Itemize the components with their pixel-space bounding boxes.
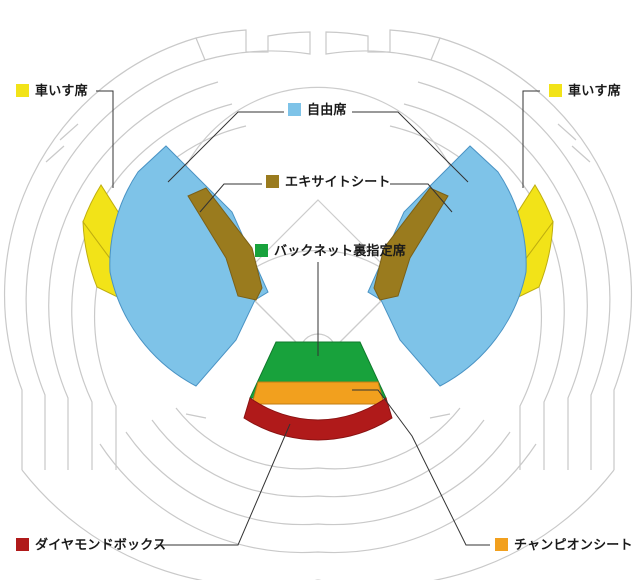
outer-ring-arc-1 — [3, 37, 197, 470]
legend-label-unreserved: 自由席 — [307, 102, 347, 117]
legend-item-wheelchair-right[interactable]: 車いす席 — [549, 84, 621, 97]
legend-item-excite[interactable]: エキサイトシート — [266, 175, 391, 188]
legend-swatch-wheelchair — [549, 84, 562, 97]
leader-wheelchair-right — [522, 90, 540, 188]
legend-label-excite: エキサイトシート — [285, 174, 391, 189]
lower-arc-3 — [125, 431, 511, 526]
legend-item-backnet[interactable]: バックネット裏指定席 — [255, 244, 406, 257]
legend-swatch-wheelchair — [16, 84, 29, 97]
section-unreserved-left[interactable] — [109, 145, 269, 387]
legend-swatch-unreserved — [288, 103, 301, 116]
section-diamond-box[interactable] — [243, 397, 393, 441]
lower-gate-notch-right — [429, 413, 451, 419]
gate-notch-left-2 — [45, 145, 65, 163]
legend-label-wheelchair: 車いす席 — [35, 83, 88, 98]
section-excite-left[interactable] — [187, 187, 263, 301]
section-excite-right[interactable] — [373, 187, 449, 301]
gate-notch-right-1 — [557, 123, 577, 141]
legend-item-wheelchair-left[interactable]: 車いす席 — [16, 84, 88, 97]
gate-notch-right-2 — [571, 145, 591, 163]
legend-swatch-excite — [266, 175, 279, 188]
lower-gate-notch-left — [185, 413, 207, 419]
gate-notch-left-1 — [59, 123, 79, 141]
leader-excite-left — [199, 183, 262, 213]
legend-swatch-diamond-box — [16, 538, 29, 551]
leader-diamond-box — [156, 423, 291, 546]
stadium-outer-structure — [3, 29, 633, 580]
legend-item-champion[interactable]: チャンピオンシート — [495, 538, 633, 551]
leader-wheelchair-left — [96, 90, 114, 188]
lower-arc-1 — [175, 407, 461, 470]
legend-swatch-champion — [495, 538, 508, 551]
leader-unreserved-right — [352, 111, 469, 183]
legend-label-champion: チャンピオンシート — [514, 537, 633, 552]
legend-label-backnet: バックネット裏指定席 — [274, 243, 407, 258]
lower-arc-2 — [151, 419, 485, 498]
lower-arc-6 — [318, 469, 615, 580]
outer-ring-arc-1b — [439, 37, 633, 470]
legend-label-diamond-box: ダイヤモンドボックス — [35, 537, 167, 552]
outfield-stand-left — [195, 29, 311, 61]
legend-swatch-backnet — [255, 244, 268, 257]
lower-arc-5 — [21, 469, 318, 580]
outfield-stand-right — [325, 29, 441, 61]
legend-label-wheelchair: 車いす席 — [568, 83, 621, 98]
leader-lines — [96, 90, 540, 546]
section-unreserved-right[interactable] — [367, 145, 527, 387]
leader-unreserved-left — [167, 111, 284, 183]
upper-deck-right — [430, 59, 611, 470]
legend-item-unreserved[interactable]: 自由席 — [288, 103, 347, 116]
leader-champion — [352, 389, 490, 546]
upper-deck-right-inner — [417, 81, 588, 470]
upper-deck-left — [25, 59, 206, 470]
section-champion[interactable] — [251, 381, 385, 405]
lower-arc-4 — [99, 443, 537, 554]
upper-deck-left-inner — [48, 81, 219, 470]
leader-excite-right — [390, 183, 453, 213]
legend-item-diamond-box[interactable]: ダイヤモンドボックス — [16, 538, 166, 551]
